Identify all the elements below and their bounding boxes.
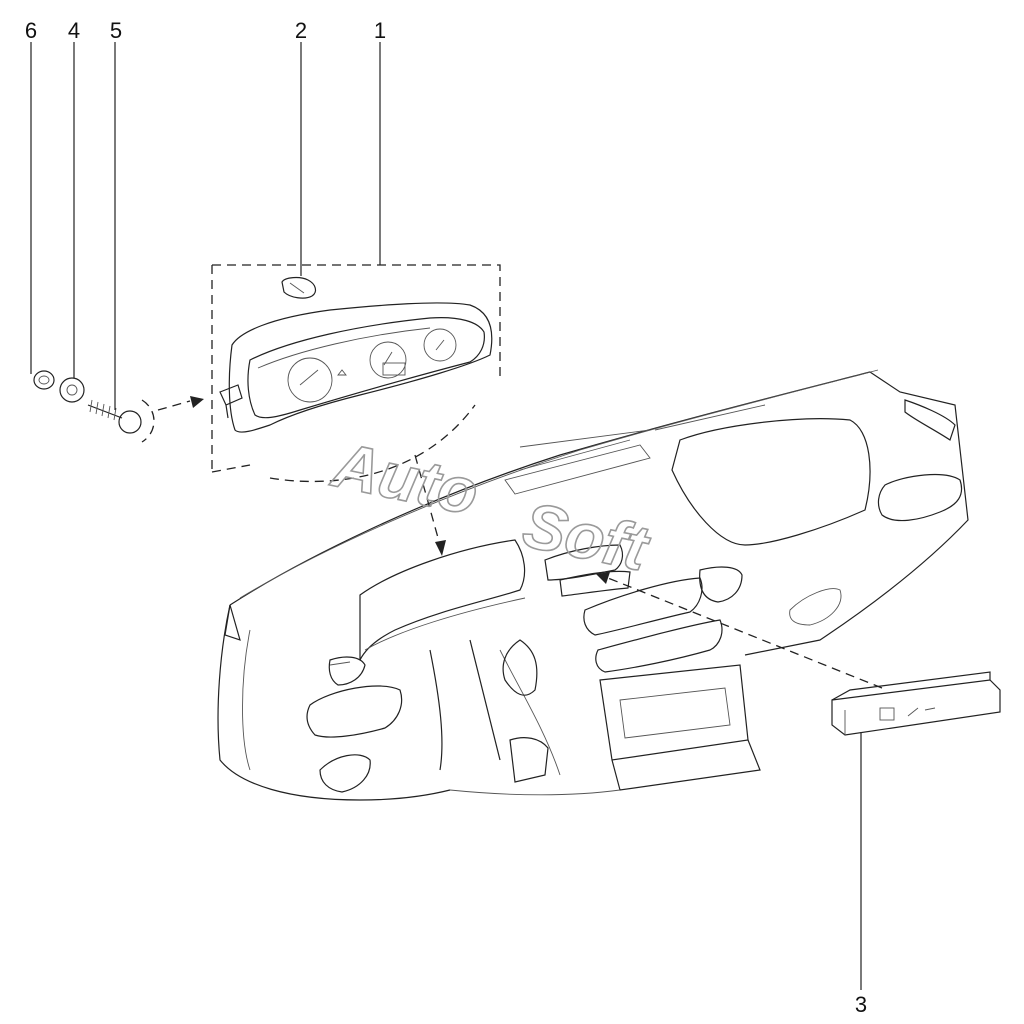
callout-2: 2	[295, 18, 307, 43]
callout-5: 5	[110, 18, 122, 43]
callout-6: 6	[25, 18, 37, 43]
cluster-bounding-box	[211, 264, 501, 472]
callout-labels: 6 4 5 2 1 3	[25, 18, 867, 1017]
callout-1: 1	[374, 18, 386, 43]
cluster-install-arrow	[414, 454, 446, 556]
leader-lines	[30, 42, 862, 990]
autosoft-watermark: Auto Soft	[324, 427, 657, 586]
callout-3: 3	[855, 992, 867, 1017]
fastener-parts	[33, 370, 204, 443]
switch-module-part	[596, 572, 1001, 736]
watermark-line-1: Auto	[325, 428, 484, 529]
bulb-part	[281, 276, 317, 299]
callout-4: 4	[68, 18, 80, 43]
instrument-cluster-assembly	[211, 264, 501, 483]
watermark-line-2: Soft	[517, 488, 656, 585]
dashboard-drawing	[217, 369, 969, 801]
